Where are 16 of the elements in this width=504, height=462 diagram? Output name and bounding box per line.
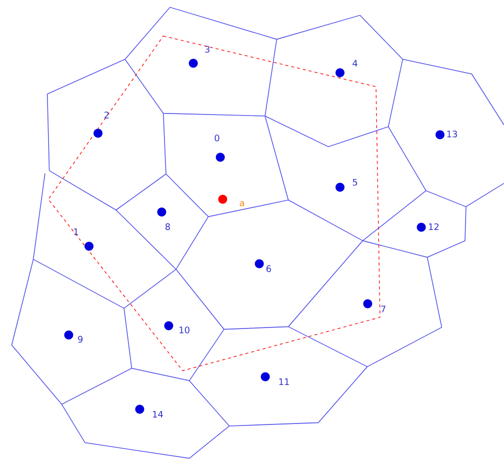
point-label: 3 <box>205 46 210 53</box>
point-label: 6 <box>266 265 271 272</box>
point-label: 0 <box>214 134 220 142</box>
point-label: 5 <box>352 178 358 186</box>
point-label: a <box>240 201 244 206</box>
point-label: 4 <box>352 60 358 67</box>
point-label: 7 <box>381 306 386 312</box>
point-label: 9 <box>78 336 83 343</box>
point-label: 14 <box>152 411 163 418</box>
point-label: 13 <box>447 130 457 138</box>
point-label: 2 <box>104 112 109 118</box>
point-label: 10 <box>180 326 190 334</box>
point-label: 8 <box>165 223 170 230</box>
point-label: 11 <box>279 378 289 385</box>
point-label: 1 <box>74 228 78 235</box>
point-label: 12 <box>428 223 439 230</box>
